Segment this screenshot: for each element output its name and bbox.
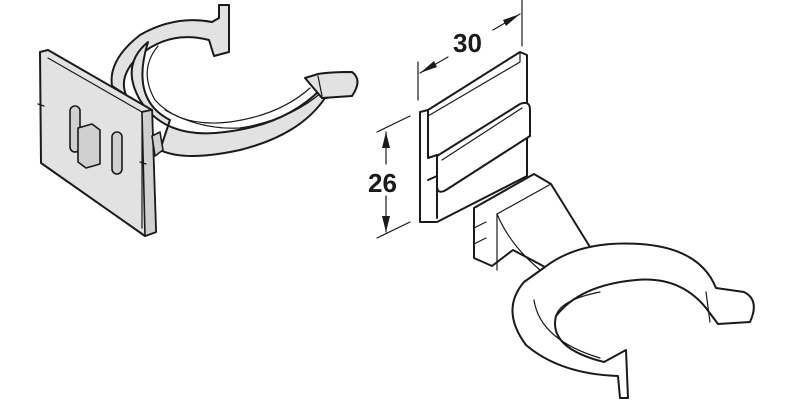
dimension-width-label: 30 — [453, 28, 482, 58]
dimension-height-label: 26 — [368, 168, 397, 198]
dimension-width: 30 — [417, 0, 523, 101]
clip-ring — [473, 173, 755, 399]
dimension-height: 26 — [368, 115, 411, 239]
mounting-bracket — [419, 51, 531, 223]
assembled-plinth-clip — [37, 4, 359, 237]
